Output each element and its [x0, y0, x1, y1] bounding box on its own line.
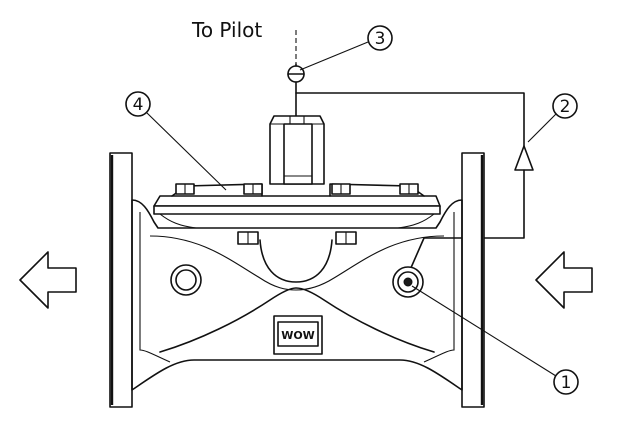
plug-outline [259, 239, 333, 283]
callout-2: 2 [527, 93, 578, 143]
valve-body [131, 199, 463, 391]
needle-valve-icon [287, 63, 305, 83]
cover-bolts-bottom [237, 231, 357, 245]
callout-3: 3 [299, 25, 393, 71]
svg-text:2: 2 [560, 97, 571, 117]
svg-text:3: 3 [375, 29, 386, 49]
svg-text:1: 1 [561, 373, 572, 393]
cover-bolts-top [175, 183, 419, 195]
callout-1: 1 [411, 285, 579, 395]
bonnet [269, 115, 325, 185]
body-inner-right [423, 211, 455, 363]
flow-arrow-left-icon [19, 251, 77, 309]
supply-tube-upper [295, 92, 525, 147]
body-inner-seat-lower [159, 287, 435, 353]
body-inner-seat-upper [149, 235, 445, 291]
right-flange [461, 152, 485, 408]
strainer-triangle-icon [514, 145, 534, 171]
left-flange [109, 152, 133, 408]
callout-4: 4 [125, 91, 227, 191]
port-left [170, 264, 202, 296]
svg-text:4: 4 [133, 95, 144, 115]
body-inner-left [139, 212, 171, 363]
port-right [392, 266, 424, 298]
cover-flange [153, 183, 441, 229]
nameplate-text: WOW [281, 329, 315, 342]
flow-arrow-inlet-icon [535, 251, 593, 309]
pilot-label: To Pilot [191, 18, 262, 42]
nameplate: WOW [273, 315, 323, 355]
